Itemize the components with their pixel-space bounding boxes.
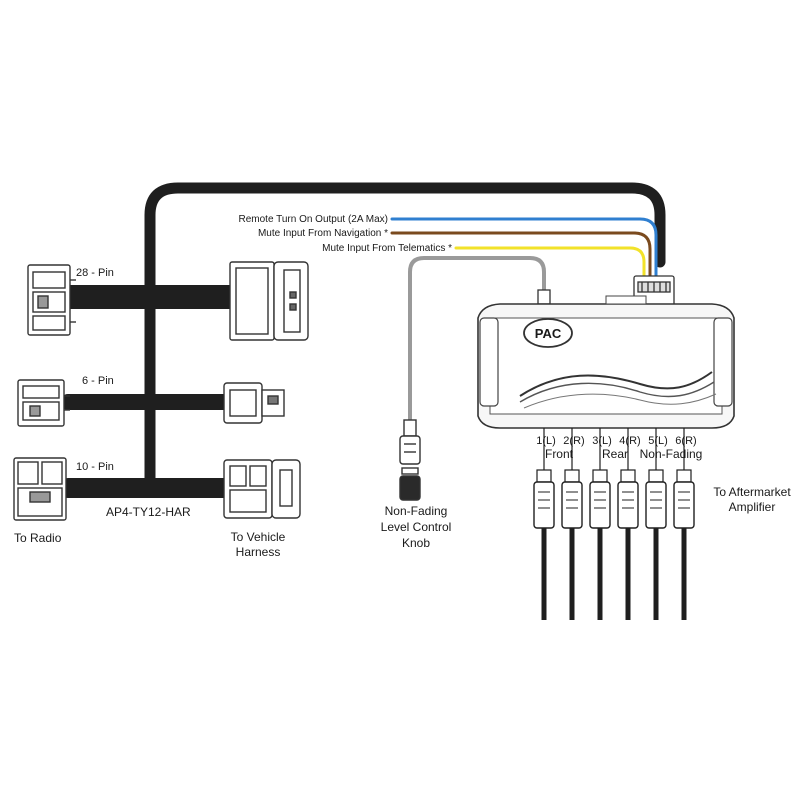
label-10-pin: 10 - Pin [76,461,114,473]
label-channel-4: 4(R) [619,435,640,447]
label-remote-turn-on: Remote Turn On Output (2A Max) [238,214,388,225]
label-amplifier-line1: To Aftermarket [713,485,791,499]
label-group-rear: Rear [602,447,628,461]
connector-28-pin [27,264,76,336]
connector-6-pin [17,379,70,427]
label-knob-line1: Non-Fading [385,504,448,518]
label-channel-5: 5(L) [648,435,668,447]
label-amplifier-line2: Amplifier [729,500,776,514]
label-channel-2: 2(R) [563,435,584,447]
rca-cable-3 [589,428,611,620]
wire-remote-turn-on [390,217,658,280]
rca-outputs [533,428,695,620]
rca-cable-6 [673,428,695,620]
pac-logo [523,318,573,348]
label-channel-1: 1(L) [536,435,556,447]
main-trunk-cable [144,182,666,486]
label-group-non-fading: Non-Fading [640,447,703,461]
label-channel-6: 6(R) [675,435,696,447]
connector-10-pin [13,457,67,521]
signal-wires [390,217,658,422]
wire-mute-telematics [454,246,646,280]
label-to-radio: To Radio [14,531,62,545]
knob-jack-plug [537,289,551,305]
label-to-vehicle-line2: Harness [236,545,281,559]
label-mute-telematics: Mute Input From Telematics * [322,243,452,254]
label-group-front: Front [545,447,574,461]
rca-cable-5 [645,428,667,620]
harness-cables [56,182,666,498]
label-channel-3: 3(L) [592,435,612,447]
rca-cable-4 [617,428,639,620]
rca-cable-1 [533,428,555,620]
label-28-pin: 28 - Pin [76,267,114,279]
wire-knob-lead [408,256,546,422]
label-knob-line3: Knob [402,536,430,550]
label-mute-navigation: Mute Input From Navigation * [258,228,388,239]
vehicle-connector-10-pin [223,459,301,519]
label-6-pin: 6 - Pin [82,375,114,387]
label-to-vehicle-line1: To Vehicle [231,530,286,544]
rca-cable-2 [561,428,583,620]
wire-mute-navigation [390,231,652,280]
vehicle-connector-6-pin [223,382,285,424]
label-harness-name: AP4-TY12-HAR [106,505,191,519]
pac-logo-text: PAC [535,326,562,341]
level-control-knob [399,419,421,501]
label-knob-line2: Level Control [381,520,452,534]
vehicle-connector-large [229,261,309,341]
pac-module: PAC [477,295,735,429]
